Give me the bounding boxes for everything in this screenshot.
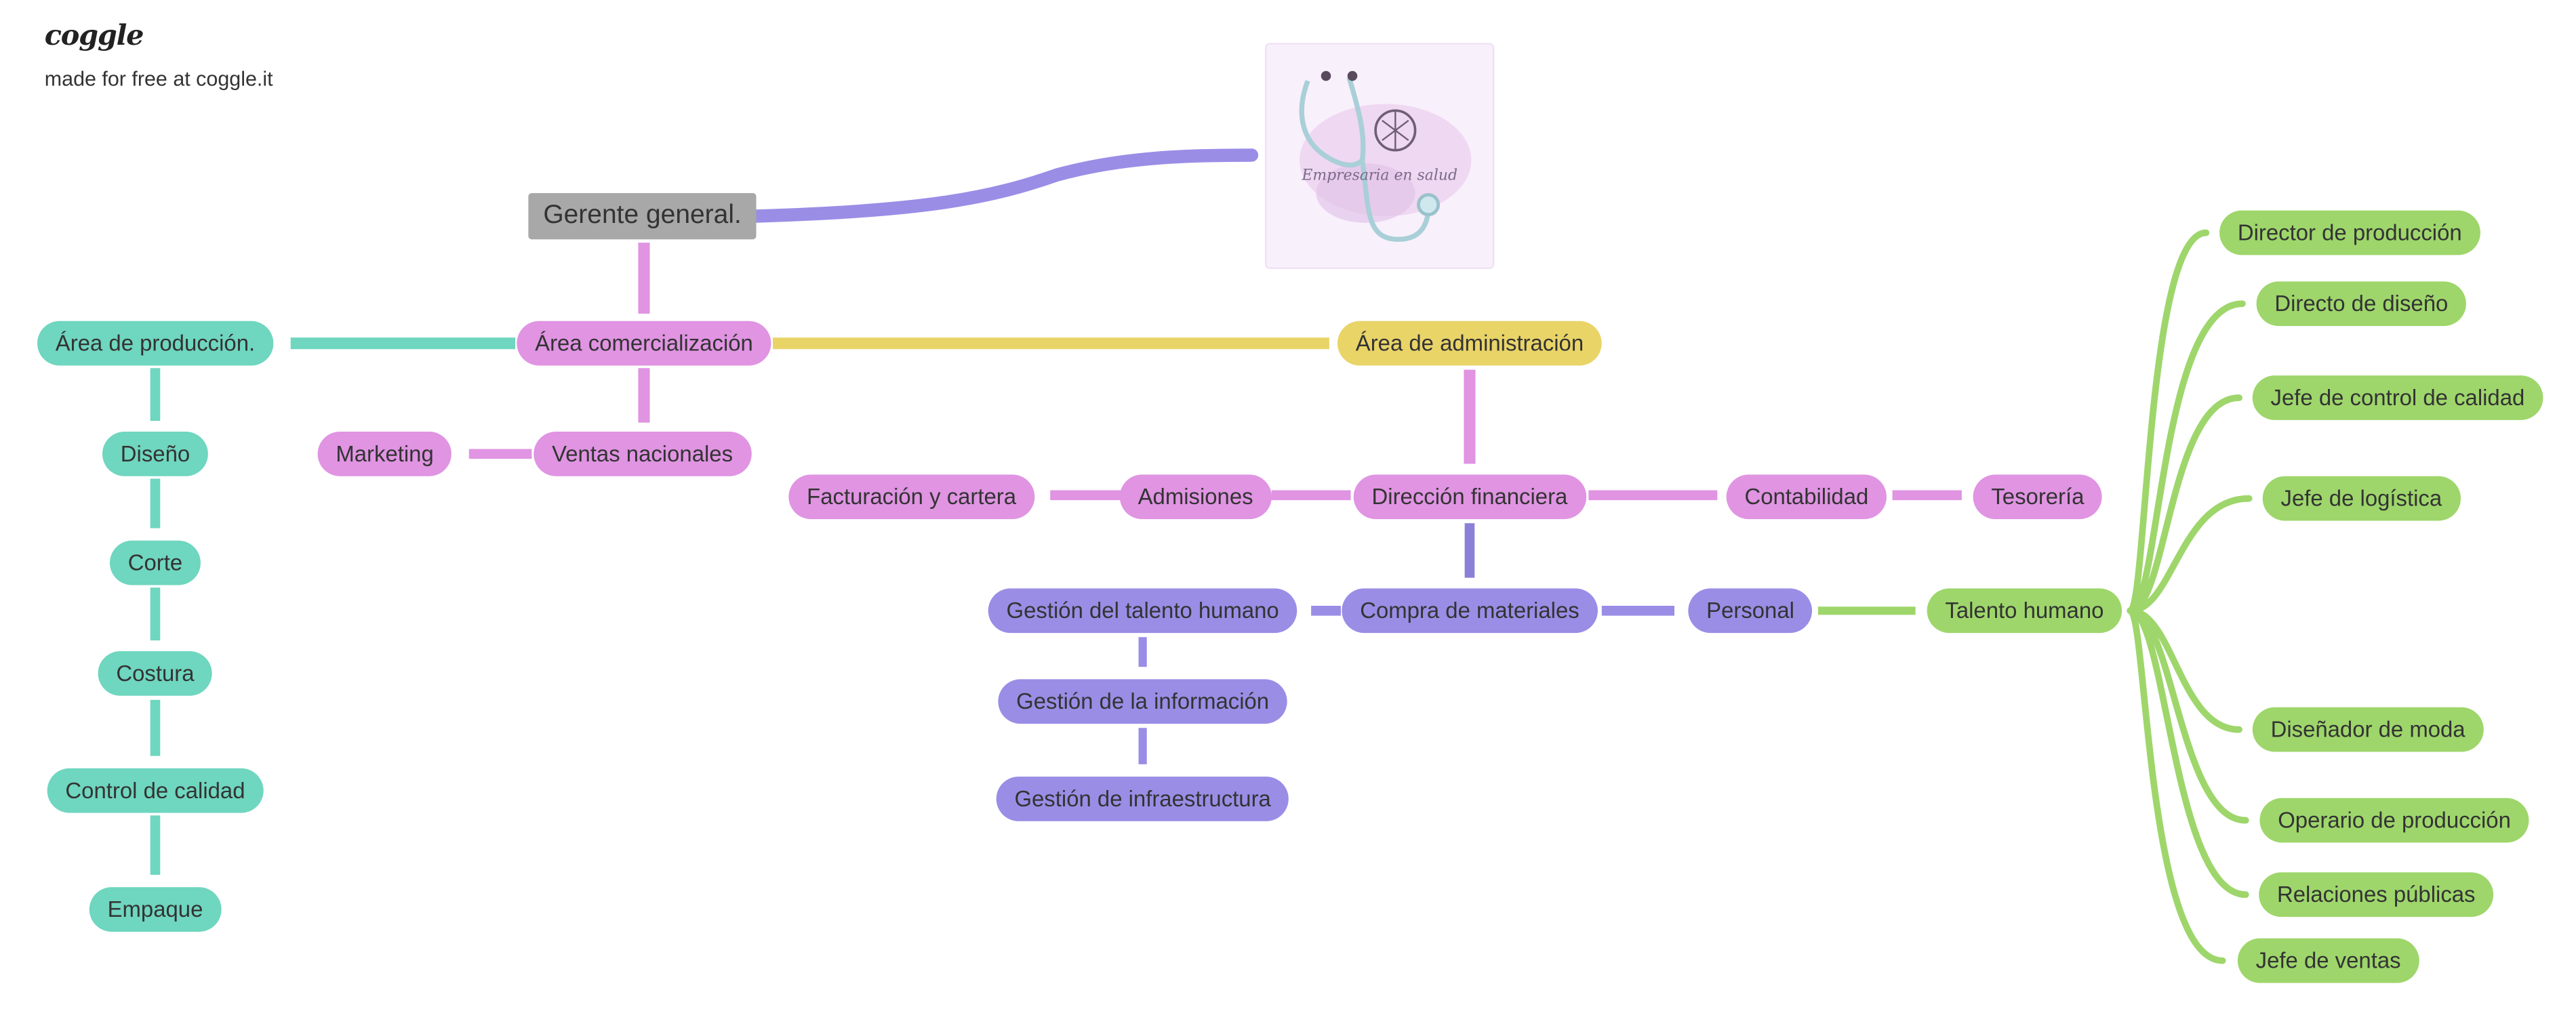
node-contabilidad[interactable]: Contabilidad — [1726, 474, 1887, 520]
node-gestion-talento[interactable]: Gestión del talento humano — [988, 588, 1297, 634]
node-produccion[interactable]: Área de producción. — [37, 321, 273, 366]
credit-text: made for free at coggle.it — [44, 67, 273, 91]
node-corte[interactable]: Corte — [109, 540, 201, 585]
node-empaque[interactable]: Empaque — [89, 887, 222, 932]
node-tesoreria[interactable]: Tesorería — [1973, 474, 2103, 520]
node-talento-humano[interactable]: Talento humano — [1927, 588, 2122, 634]
talento-fan-links — [2127, 229, 2253, 964]
node-admisiones[interactable]: Admisiones — [1119, 474, 1272, 520]
node-operario-produccion[interactable]: Operario de producción — [2259, 798, 2529, 843]
node-direccion-financiera[interactable]: Dirección financiera — [1353, 474, 1586, 520]
node-relaciones-publicas[interactable]: Relaciones públicas — [2259, 872, 2494, 917]
node-compra-materiales[interactable]: Compra de materiales — [1342, 588, 1598, 634]
node-gestion-infraestructura[interactable]: Gestión de infraestructura — [996, 777, 1289, 821]
node-comercializacion[interactable]: Área comercialización — [517, 321, 771, 366]
node-gestion-informacion[interactable]: Gestión de la información — [998, 679, 1287, 724]
link-root-image — [744, 148, 1259, 223]
node-control-calidad[interactable]: Control de calidad — [47, 768, 264, 813]
node-root[interactable]: Gerente general. — [528, 193, 757, 240]
node-facturacion[interactable]: Facturación y cartera — [788, 474, 1034, 520]
brand-image-text: Empresaria en salud — [1302, 168, 1458, 185]
node-diseno[interactable]: Diseño — [102, 431, 208, 476]
node-ventas-nacionales[interactable]: Ventas nacionales — [534, 431, 751, 476]
node-jefe-ventas[interactable]: Jefe de ventas — [2237, 938, 2419, 983]
coggle-logo[interactable]: coggle — [44, 20, 144, 53]
node-disenador-moda[interactable]: Diseñador de moda — [2252, 707, 2484, 752]
node-jefe-control-calidad[interactable]: Jefe de control de calidad — [2252, 375, 2543, 420]
node-jefe-logistica[interactable]: Jefe de logística — [2262, 476, 2460, 521]
node-personal[interactable]: Personal — [1688, 588, 1813, 634]
node-marketing[interactable]: Marketing — [317, 431, 452, 476]
node-director-produccion[interactable]: Director de producción — [2219, 210, 2480, 255]
node-costura[interactable]: Costura — [98, 651, 213, 696]
brand-image: Empresaria en salud — [1264, 43, 1495, 270]
node-administracion[interactable]: Área de administración — [1337, 321, 1602, 366]
node-directo-diseno[interactable]: Directo de diseño — [2256, 281, 2467, 327]
stethoscope-icon — [1299, 70, 1472, 242]
